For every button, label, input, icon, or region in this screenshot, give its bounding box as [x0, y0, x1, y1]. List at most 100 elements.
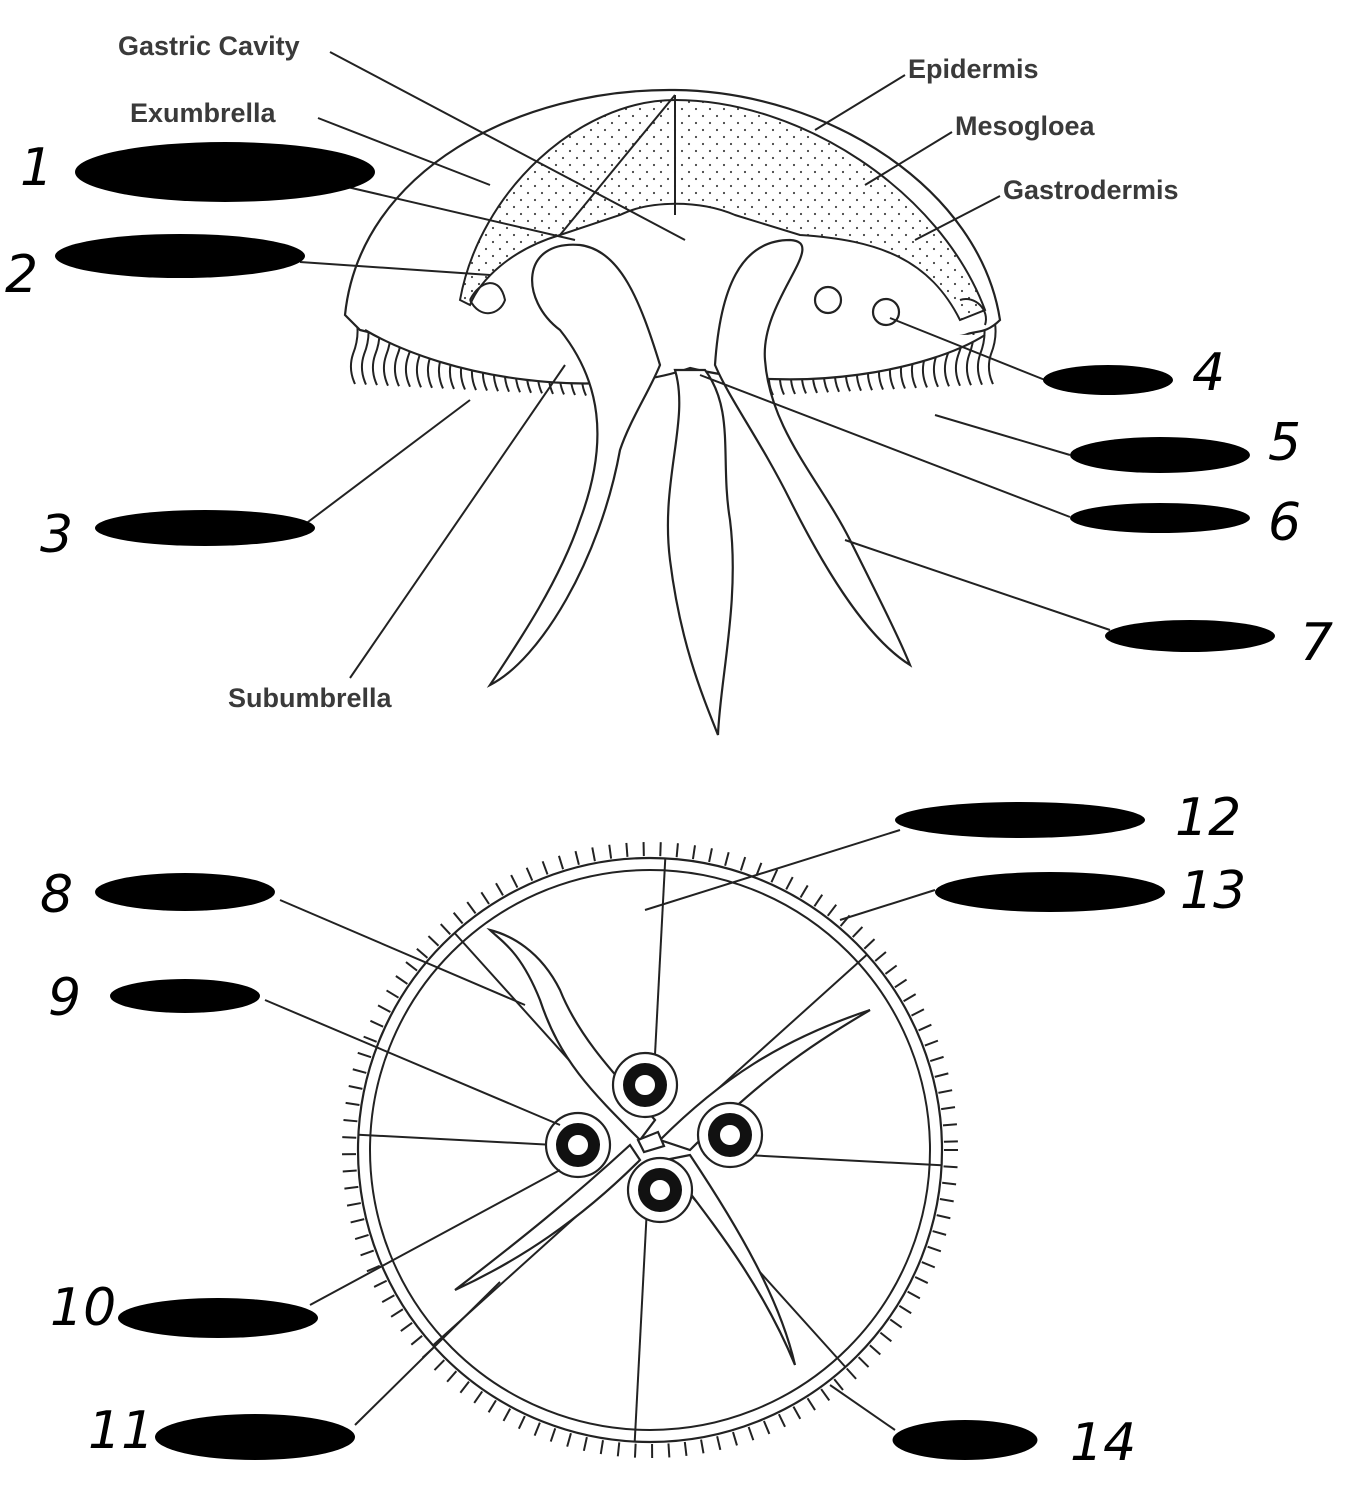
blank-2: 2: [5, 234, 491, 305]
medusa-side-view: [343, 88, 1002, 736]
blank-3: 3: [40, 399, 471, 565]
redaction-mark: [1070, 503, 1250, 533]
tentacle: [495, 882, 504, 896]
blank-12: 12: [644, 788, 1241, 911]
redaction-mark: [118, 1298, 318, 1338]
tentacle: [907, 1290, 921, 1300]
marginal-tentacles: [342, 842, 958, 1458]
blank-number: 11: [88, 1401, 154, 1461]
leader-line: [644, 829, 901, 911]
tentacle: [898, 1304, 912, 1315]
tentacle: [373, 1279, 388, 1288]
leader-line: [829, 1384, 896, 1431]
tentacle: [510, 874, 519, 889]
tentacle: [940, 1106, 956, 1111]
tentacle: [427, 935, 440, 947]
marginal-canal: [469, 282, 507, 315]
oral-arm: [454, 1143, 642, 1291]
tentacle: [770, 869, 779, 883]
tentacle: [557, 855, 565, 870]
leader-line: [264, 999, 561, 1126]
leader-line: [839, 889, 936, 921]
tentacle: [732, 1431, 738, 1446]
blank-number: 3: [40, 505, 73, 565]
blank-number: 10: [50, 1278, 116, 1338]
tentacle: [405, 961, 418, 972]
tentacle: [549, 1427, 557, 1442]
radial-line: [559, 94, 676, 236]
tentacle: [400, 1321, 413, 1332]
tentacle: [691, 845, 696, 860]
tentacle: [863, 938, 876, 950]
tentacle: [502, 1408, 512, 1422]
tentacle: [433, 1359, 446, 1371]
tentacle: [348, 1084, 363, 1090]
tentacle: [343, 1118, 358, 1123]
tentacle: [390, 1308, 404, 1318]
tentacle: [763, 1420, 771, 1435]
printed-labels: Gastric Cavity Exumbrella Epidermis Meso…: [118, 31, 1179, 713]
tentacle: [921, 1261, 936, 1269]
blank-number: 5: [1268, 413, 1301, 473]
blank-number: 9: [48, 968, 81, 1028]
tentacle: [936, 1214, 951, 1220]
blank-number: 2: [5, 245, 38, 305]
tentacle: [683, 1441, 688, 1456]
tentacle: [352, 1068, 367, 1074]
tentacle: [792, 1406, 802, 1420]
tentacle: [903, 993, 917, 1003]
gonad-center: [718, 1123, 742, 1147]
tentacle: [342, 1136, 357, 1139]
blank-8: 8: [40, 865, 526, 1006]
tentacle: [914, 1276, 929, 1284]
blank-number: 4: [1192, 343, 1225, 403]
tentacle: [799, 884, 809, 898]
blank-4: 4: [889, 317, 1225, 403]
tentacle: [813, 894, 824, 907]
gonad-center: [648, 1178, 672, 1202]
blank-6: 6: [699, 374, 1301, 553]
tentacle: [927, 1245, 942, 1253]
tentacle: [857, 1356, 870, 1368]
tentacle: [724, 851, 730, 867]
tentacle: [344, 1185, 359, 1190]
mouth: [636, 1130, 666, 1154]
tentacle: [377, 1004, 391, 1013]
tentacle: [675, 843, 679, 858]
subumbrella-surface: [364, 329, 986, 385]
tentacle: [345, 1101, 360, 1107]
tentacle: [918, 1023, 932, 1032]
blank-number: 12: [1175, 788, 1241, 848]
tentacle: [350, 1218, 365, 1224]
mesogloea-layer: [458, 98, 987, 322]
blank-11: 11: [88, 1281, 501, 1461]
blank-5: 5: [934, 413, 1301, 473]
tentacle: [777, 1413, 786, 1428]
tentacle: [924, 1039, 939, 1047]
tentacle: [446, 1370, 458, 1383]
tentacle: [466, 901, 477, 914]
tentacle: [363, 1035, 378, 1043]
blank-7: 7: [844, 539, 1333, 673]
leader-line: [699, 374, 1071, 518]
leader-line: [279, 899, 526, 1006]
blank-number: 8: [40, 865, 73, 925]
gonads: [544, 1051, 764, 1224]
tentacle: [755, 862, 763, 877]
leader-line: [299, 261, 491, 276]
label-gastrodermis: Gastrodermis: [1003, 175, 1179, 205]
leader-line: [934, 414, 1071, 456]
blank-1: 1: [20, 138, 576, 241]
tentacle: [487, 1399, 497, 1413]
redaction-mark: [1043, 365, 1173, 395]
leader-line: [354, 1281, 501, 1426]
oral-arm-right: [713, 238, 913, 668]
redaction-mark: [892, 1420, 1038, 1460]
tentacle: [911, 1008, 925, 1017]
tentacle: [826, 904, 838, 917]
tentacle: [869, 1344, 881, 1356]
gonad-center: [633, 1073, 657, 1097]
redaction-mark: [935, 872, 1165, 912]
tentacle: [716, 1436, 722, 1451]
